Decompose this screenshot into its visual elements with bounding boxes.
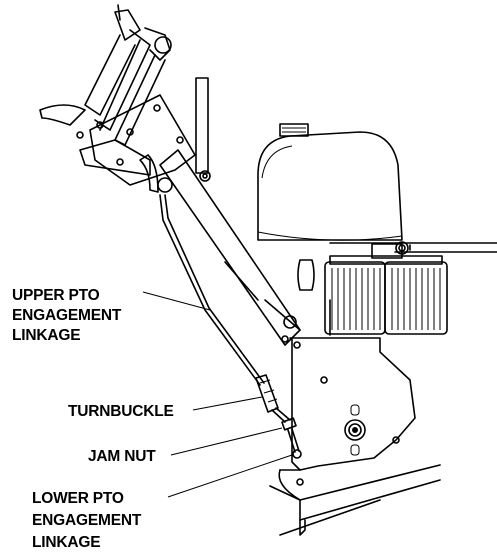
leader-jam-nut <box>170 427 283 456</box>
callout-line: LINKAGE <box>32 534 100 551</box>
callout-lower-pto-engagement-linkage: LOWER PTO ENGAGEMENT LINKAGE <box>32 490 142 551</box>
callout-line: ENGAGEMENT <box>32 512 142 529</box>
hydraulic-filters <box>297 241 448 335</box>
pto-linkage-rod <box>159 194 302 459</box>
callout-line: ENGAGEMENT <box>12 307 122 324</box>
callout-upper-pto-engagement-linkage: UPPER PTO ENGAGEMENT LINKAGE <box>12 287 122 344</box>
steering-tower <box>79 77 301 346</box>
leader-turnbuckle <box>192 396 263 411</box>
callout-jam-nut: JAM NUT <box>88 448 156 465</box>
leader-lines <box>142 291 293 498</box>
leader-upper-pto <box>142 291 211 311</box>
callout-line: TURNBUCKLE <box>68 403 174 420</box>
fuel-tank <box>257 123 403 241</box>
control-levers <box>39 4 172 146</box>
callout-turnbuckle: TURNBUCKLE <box>68 403 174 420</box>
frame-rails <box>329 242 497 253</box>
callout-line: JAM NUT <box>88 448 156 465</box>
callout-line: UPPER PTO <box>12 287 100 304</box>
callout-line: LOWER PTO <box>32 490 124 507</box>
callout-line: LINKAGE <box>12 327 80 344</box>
leader-lower-pto <box>167 454 293 498</box>
